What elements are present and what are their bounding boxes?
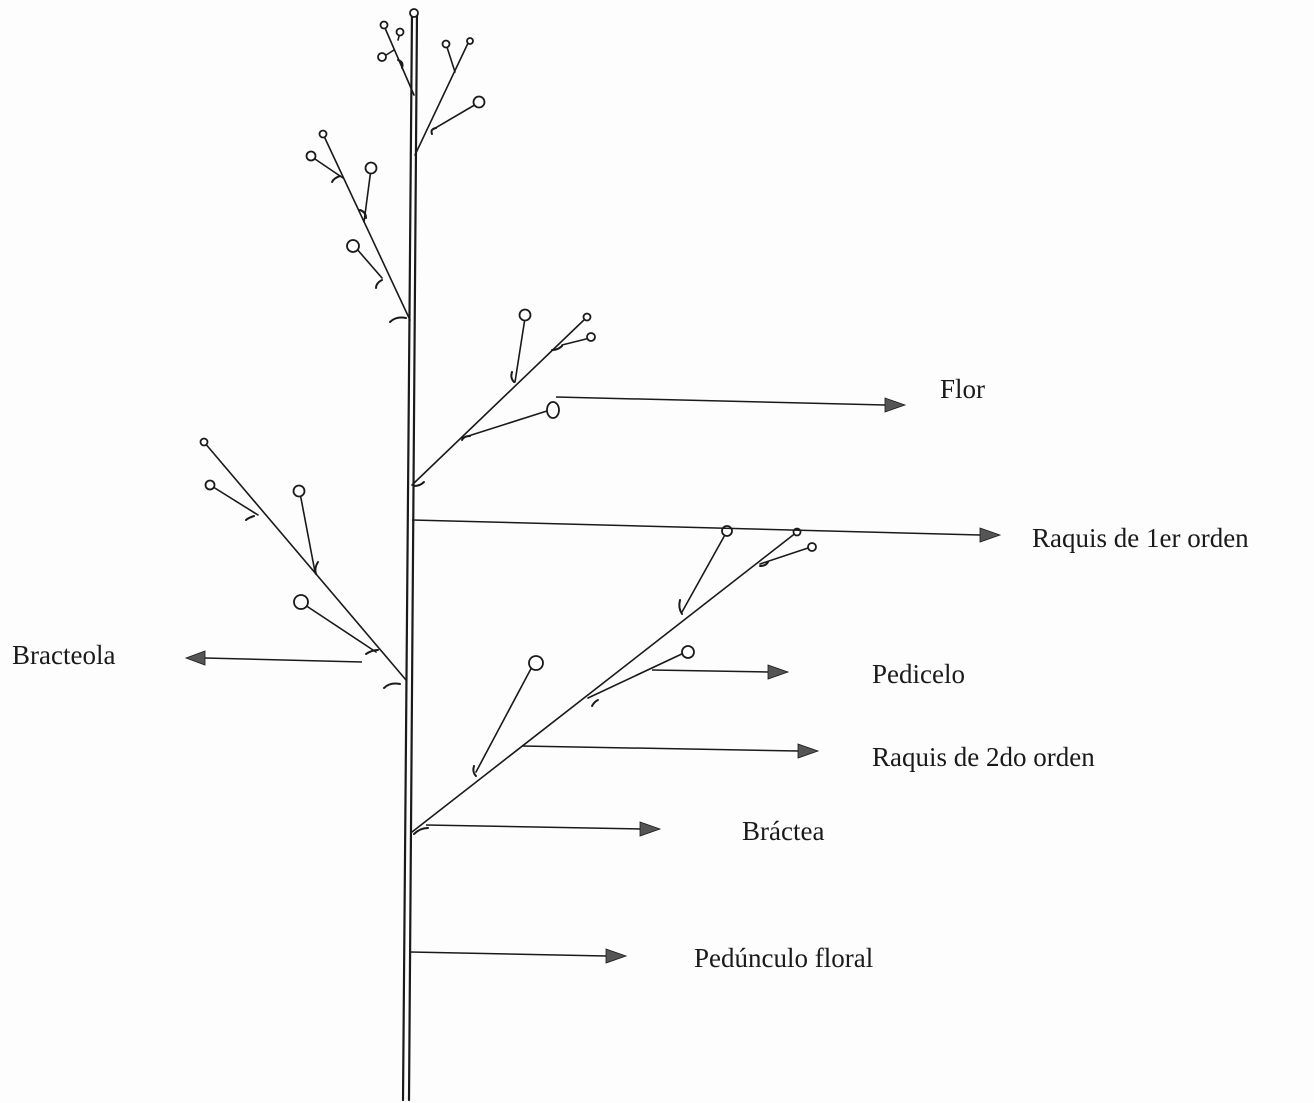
arrow-pedicelo [652, 665, 788, 679]
arrow-bractea [426, 822, 660, 836]
label-raquis-2do-orden: Raquis de 2do orden [872, 742, 1095, 772]
upper-left-branch [307, 131, 411, 323]
label-raquis-1er-orden: Raquis de 1er orden [1032, 523, 1249, 553]
label-bracteola: Bracteola [12, 640, 115, 670]
arrow-raquis-1 [412, 520, 1000, 542]
arrow-bracteola [186, 651, 362, 665]
lower-left-branch [201, 439, 407, 689]
label-pedunculo-floral: Pedúnculo floral [694, 943, 873, 973]
label-pedicelo: Pedicelo [872, 659, 965, 689]
arrow-pedunculo [410, 949, 626, 963]
lower-right-branch [412, 526, 816, 834]
label-flor: Flor [940, 374, 985, 404]
arrow-raquis-2 [522, 744, 818, 758]
label-bractea: Bráctea [742, 816, 824, 846]
top-cluster [378, 9, 485, 155]
arrow-flor [556, 397, 905, 412]
